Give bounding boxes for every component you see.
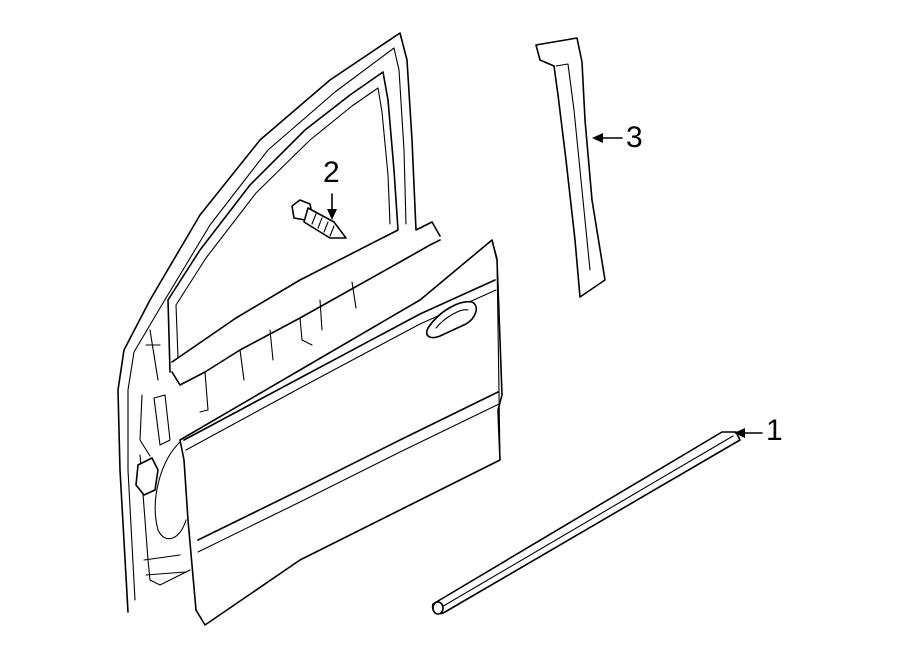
callout-label-2: 2: [323, 156, 340, 189]
callout-label-1: 1: [766, 414, 783, 447]
pillar-applique-part: [535, 37, 606, 298]
door-skin: [179, 239, 503, 626]
callout-arrows: [327, 133, 763, 438]
door-frame: [117, 32, 441, 613]
callout-label-3: 3: [626, 121, 643, 154]
bolt-part: [291, 199, 347, 239]
body-side-molding-part: [431, 431, 741, 615]
